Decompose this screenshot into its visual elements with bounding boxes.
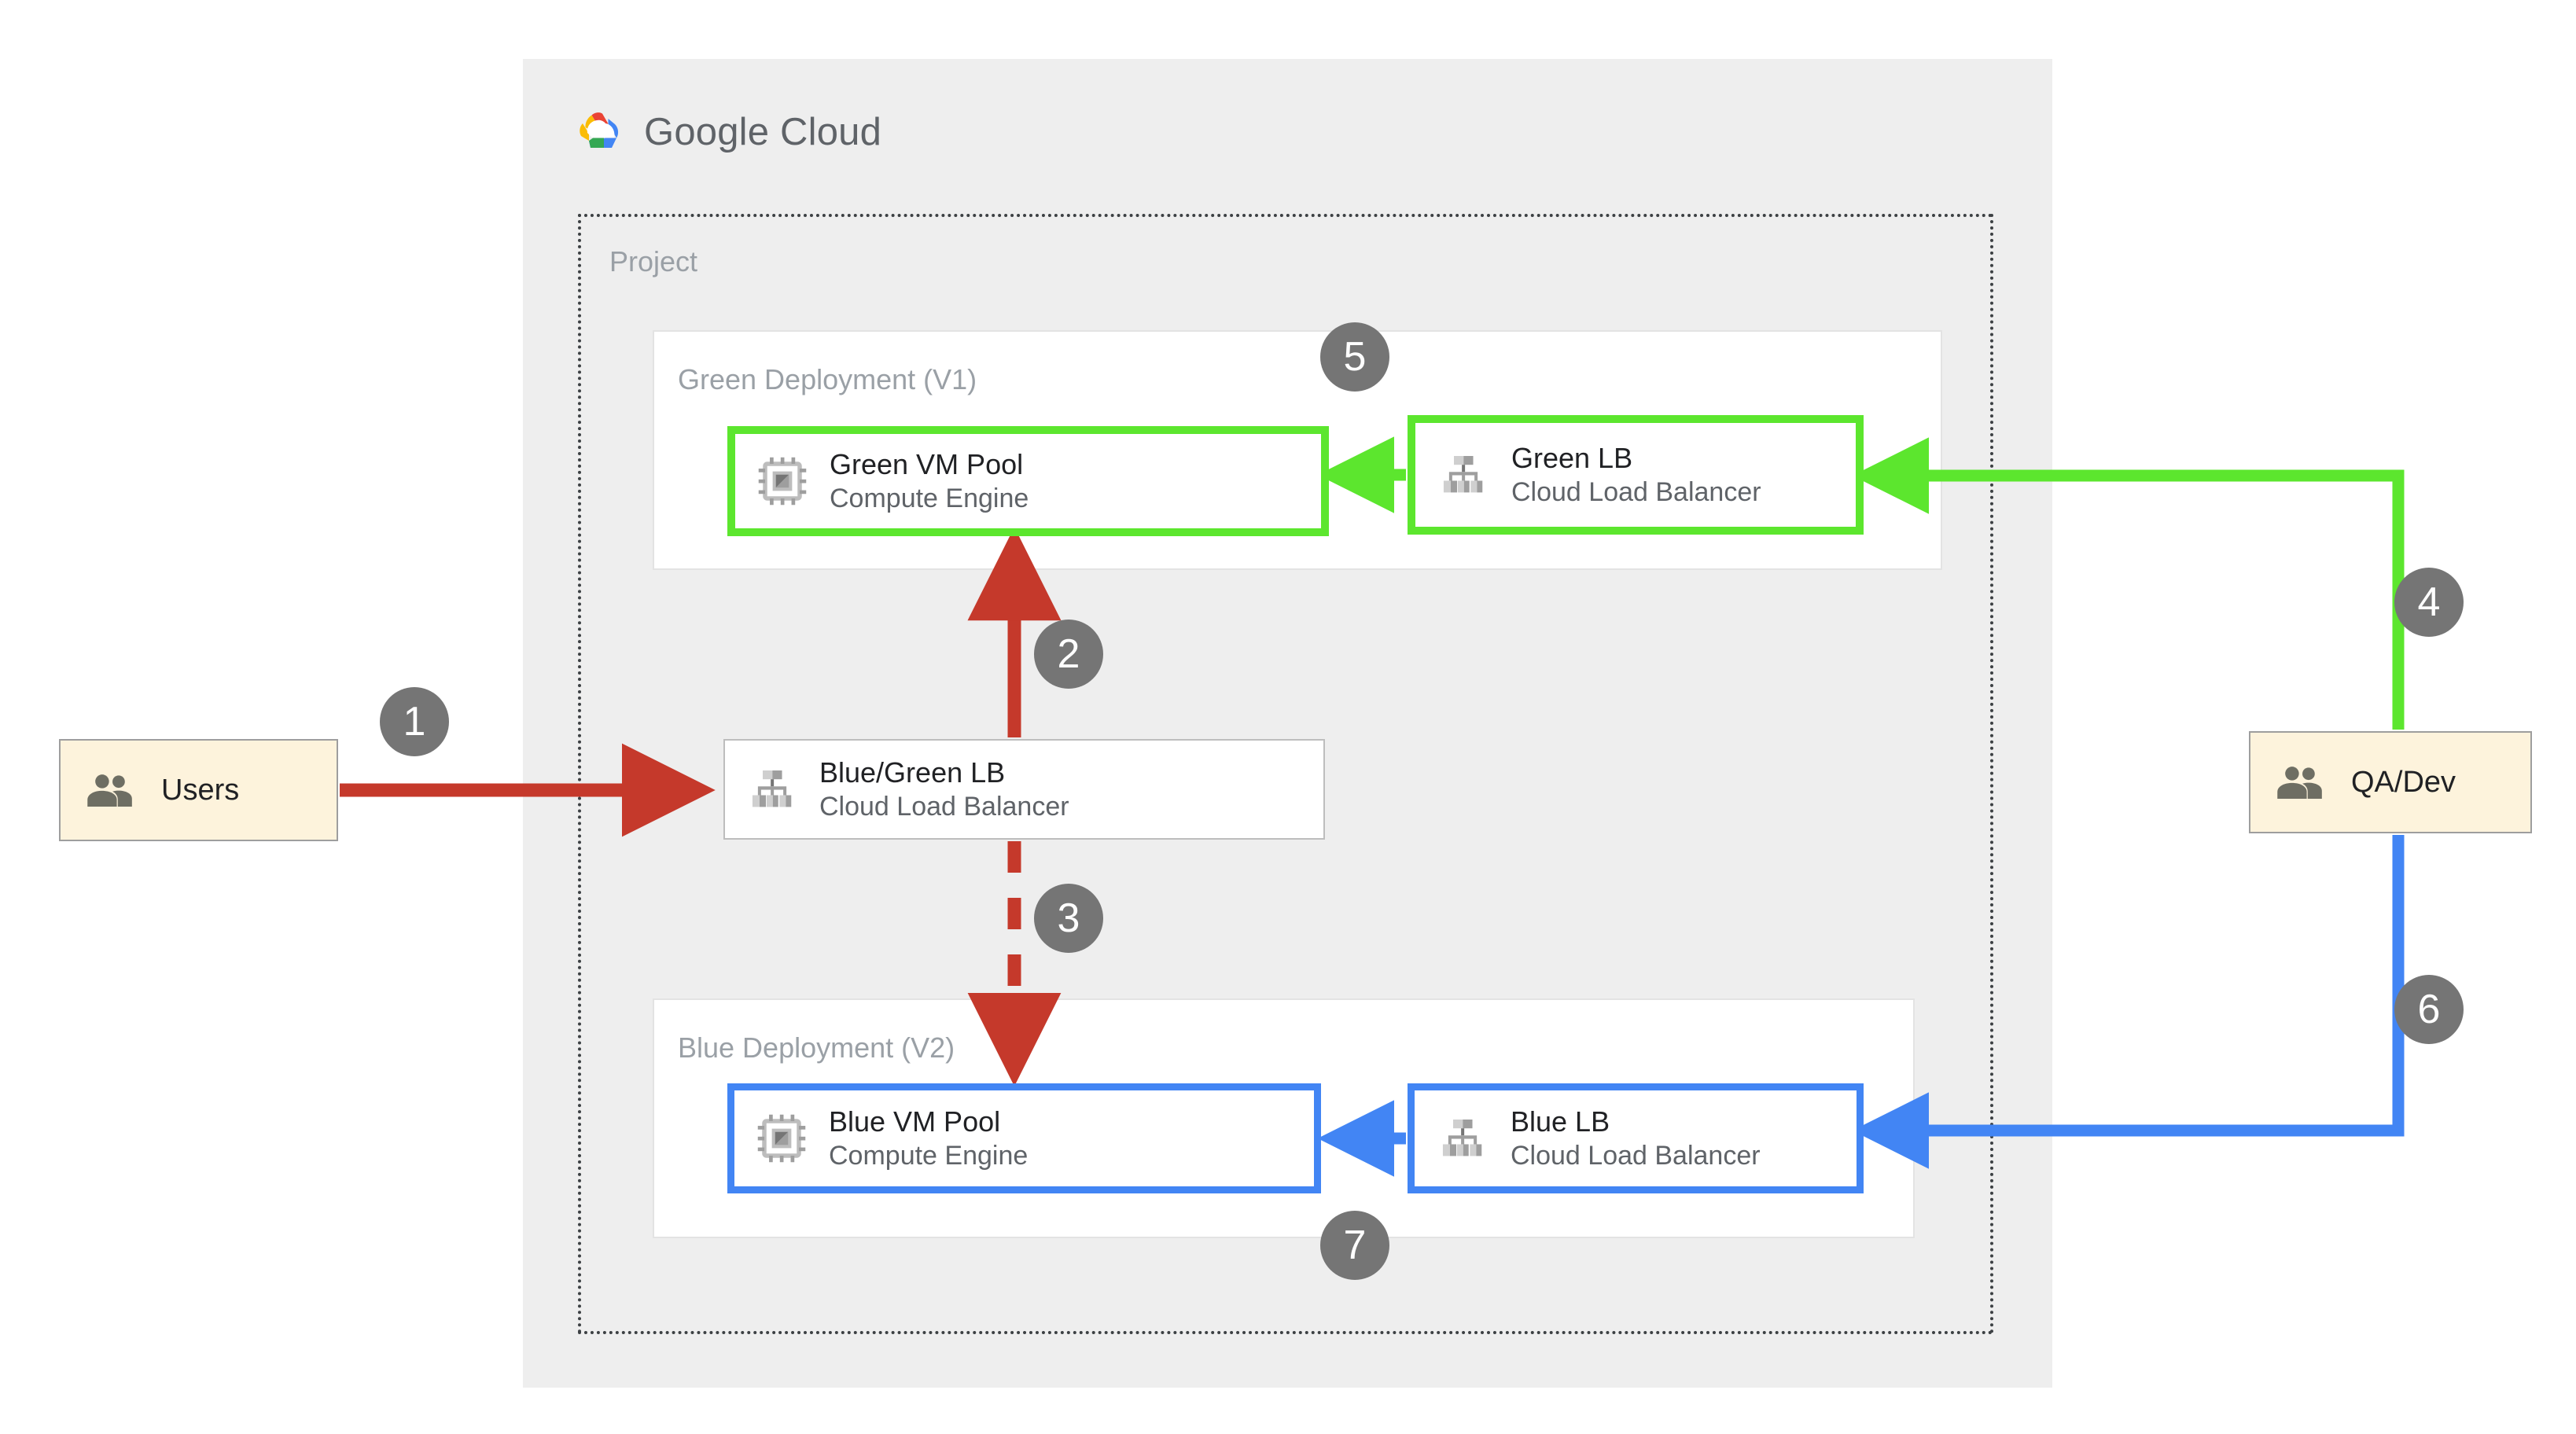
actor-qa-dev[interactable]: QA/Dev bbox=[2249, 731, 2532, 833]
node-blue-vm-pool[interactable]: Blue VM Pool Compute Engine bbox=[727, 1083, 1321, 1193]
cloud-load-balancer-icon bbox=[1415, 450, 1511, 500]
people-icon bbox=[2250, 763, 2351, 802]
compute-engine-chip-icon bbox=[734, 1112, 829, 1164]
step-badge-7: 7 bbox=[1320, 1211, 1389, 1280]
node-green-vm-pool-text: Green VM Pool Compute Engine bbox=[830, 447, 1029, 516]
google-cloud-wordmark: Google Cloud bbox=[644, 110, 881, 154]
brand-cloud: Cloud bbox=[780, 111, 882, 153]
step-badge-2: 2 bbox=[1034, 620, 1103, 689]
node-title: Blue VM Pool bbox=[829, 1105, 1001, 1138]
node-green-vm-pool[interactable]: Green VM Pool Compute Engine bbox=[727, 426, 1329, 536]
node-subtitle: Cloud Load Balancer bbox=[1511, 477, 1761, 508]
node-title: Green LB bbox=[1511, 442, 1633, 475]
step-badge-4: 4 bbox=[2394, 568, 2464, 637]
blue-deployment-title: Blue Deployment (V2) bbox=[678, 1031, 955, 1064]
wire-qadev-to-green-lb bbox=[1852, 437, 2405, 730]
node-blue-lb[interactable]: Blue LB Cloud Load Balancer bbox=[1408, 1083, 1864, 1193]
node-subtitle: Cloud Load Balancer bbox=[819, 792, 1069, 822]
project-boundary bbox=[578, 214, 1993, 1334]
project-label: Project bbox=[609, 245, 698, 278]
node-blue-green-lb[interactable]: Blue/Green LB Cloud Load Balancer bbox=[723, 739, 1325, 840]
node-green-lb[interactable]: Green LB Cloud Load Balancer bbox=[1408, 415, 1864, 535]
actor-users[interactable]: Users bbox=[59, 739, 338, 841]
node-title: Blue LB bbox=[1511, 1105, 1610, 1138]
step-badge-6: 6 bbox=[2394, 975, 2464, 1044]
node-title: Blue/Green LB bbox=[819, 756, 1006, 789]
cloud-load-balancer-icon bbox=[725, 764, 819, 814]
node-green-lb-text: Green LB Cloud Load Balancer bbox=[1511, 440, 1761, 509]
green-deployment-title: Green Deployment (V1) bbox=[678, 363, 977, 395]
google-cloud-logo-icon bbox=[578, 111, 627, 154]
node-subtitle: Compute Engine bbox=[830, 484, 1029, 514]
node-subtitle: Compute Engine bbox=[829, 1141, 1029, 1171]
node-title: Green VM Pool bbox=[830, 448, 1024, 481]
brand-google: Google bbox=[644, 111, 770, 153]
actor-qa-dev-label: QA/Dev bbox=[2351, 765, 2456, 799]
step-badge-5: 5 bbox=[1320, 322, 1389, 392]
compute-engine-chip-icon bbox=[735, 455, 830, 507]
step-badge-3: 3 bbox=[1034, 884, 1103, 953]
actor-users-label: Users bbox=[161, 773, 240, 807]
google-cloud-brand: Google Cloud bbox=[578, 110, 881, 154]
node-subtitle: Cloud Load Balancer bbox=[1511, 1141, 1761, 1171]
people-icon bbox=[61, 770, 161, 810]
node-blue-vm-pool-text: Blue VM Pool Compute Engine bbox=[829, 1104, 1028, 1173]
node-blue-lb-text: Blue LB Cloud Load Balancer bbox=[1511, 1104, 1761, 1173]
node-blue-green-lb-text: Blue/Green LB Cloud Load Balancer bbox=[819, 755, 1069, 824]
step-badge-1: 1 bbox=[380, 687, 449, 756]
wire-qadev-to-blue-lb bbox=[1852, 835, 2405, 1169]
cloud-load-balancer-icon bbox=[1415, 1113, 1511, 1164]
